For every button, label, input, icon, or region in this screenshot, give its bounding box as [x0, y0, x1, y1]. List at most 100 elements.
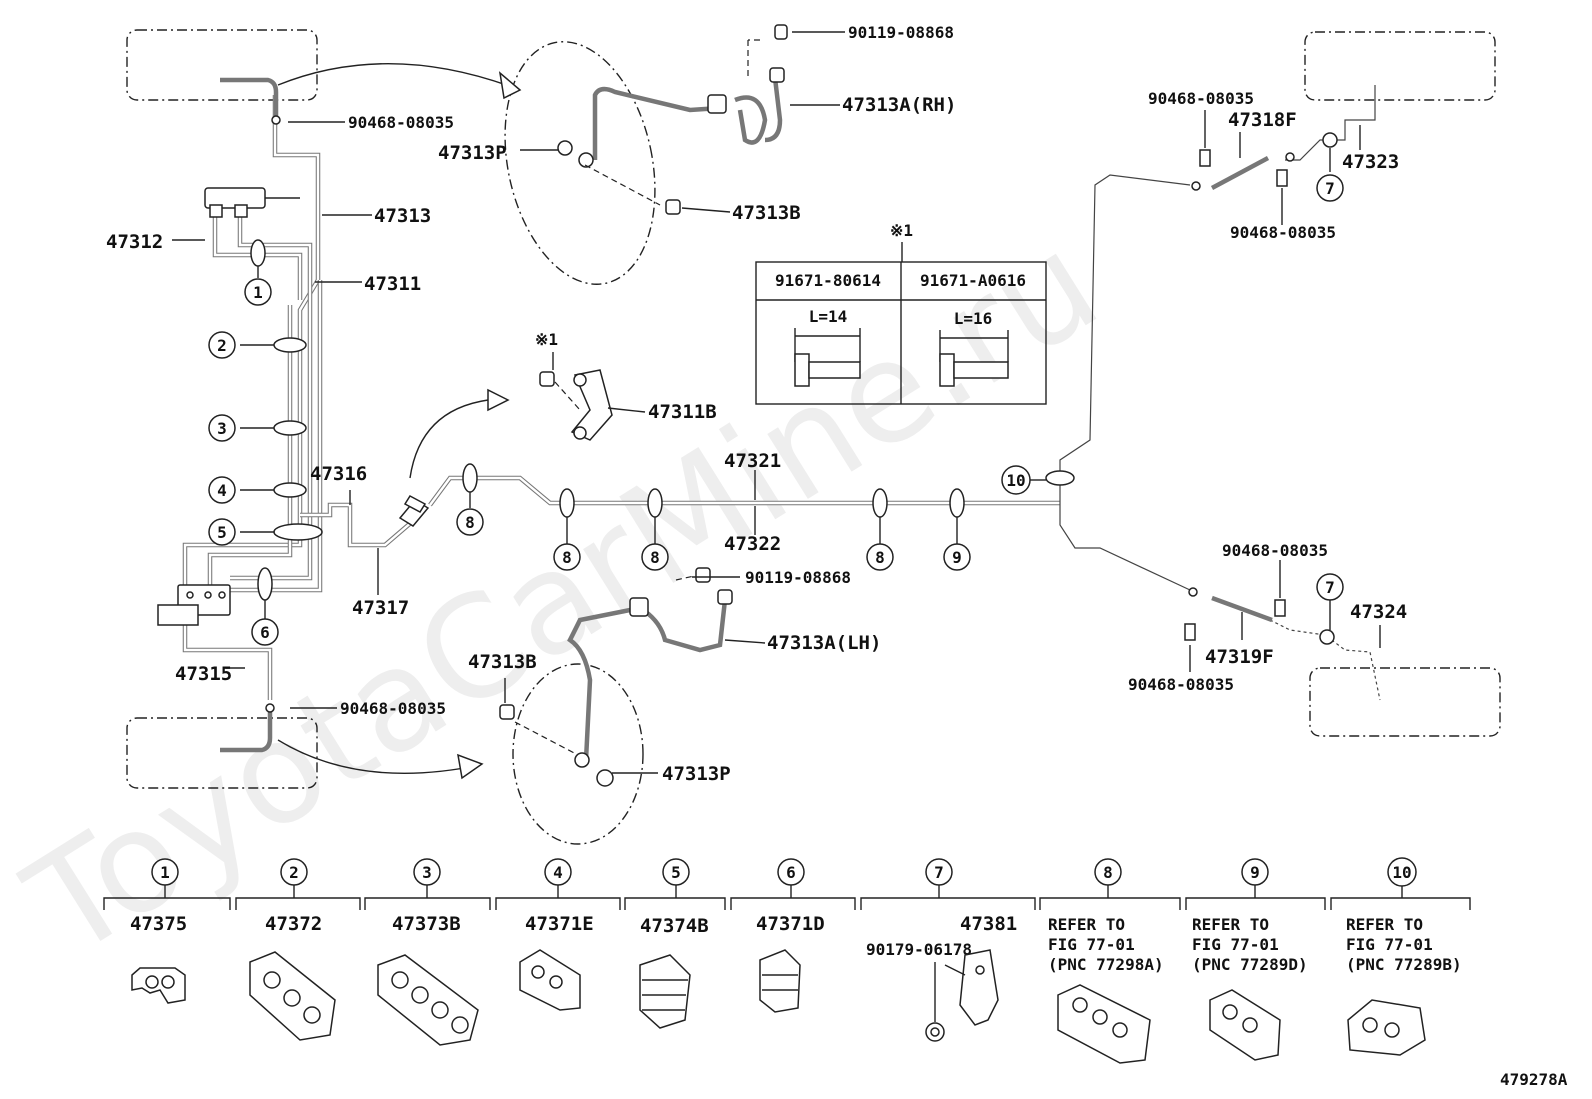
svg-text:4: 4 [217, 481, 227, 500]
clamp-47371d-icon [759, 949, 801, 1013]
clamp-2 [273, 337, 307, 353]
legend-part-47371d: 47371D [756, 913, 825, 935]
front-rh-hose-assembly [557, 24, 788, 215]
clamp-6 [257, 567, 273, 601]
rear-lh-area-box [1309, 667, 1501, 737]
callout-90468-right-2: 90468-08035 [1128, 675, 1234, 694]
callout-47311b: 47311B [648, 401, 717, 423]
clamp-reference-circles: 1 2 3 4 5 6 8 8 8 8 9 10 7 7 [208, 174, 1344, 646]
clamp-10 [1045, 470, 1075, 486]
svg-text:7: 7 [934, 863, 944, 882]
clamp-47371e-icon [519, 949, 581, 1011]
table-part-2: 91671-A0616 [920, 271, 1026, 290]
arrow-to-lh-detail [277, 739, 481, 775]
legend-part-47371e: 47371E [525, 913, 594, 935]
callout-90468-right-1: 90468-08035 [1222, 541, 1328, 560]
clamp-47374b-icon [639, 954, 691, 1029]
union-fitting-47317 [398, 495, 430, 527]
arrow-to-47311b [409, 399, 489, 479]
grommet-90179-icon [925, 962, 945, 1042]
clamp-4 [273, 482, 307, 498]
callout-47313a-lh: 47313A(LH) [767, 632, 881, 654]
callout-47321: 47321 [724, 450, 781, 472]
arrow-head-lh [457, 753, 484, 780]
table-length-2: L=16 [954, 309, 993, 328]
rear-lh-hose-47319f [1184, 587, 1335, 645]
bracket-47381-icon [944, 949, 999, 1026]
callout-47315: 47315 [175, 663, 232, 685]
callout-47317: 47317 [352, 597, 409, 619]
callout-90468-top-left: 90468-08035 [348, 113, 454, 132]
legend-part-47374b: 47374B [640, 915, 709, 937]
callout-47312: 47312 [106, 231, 163, 253]
clamp-47373b-icon [377, 954, 479, 1046]
callout-47311: 47311 [364, 273, 421, 295]
clamp-legend: 1 2 3 4 5 6 7 8 9 10 47375 47372 47373B … [103, 857, 1471, 1064]
arrow-head-47311b [487, 388, 510, 412]
legend-part-47381: 47381 [960, 913, 1017, 935]
front-lh-area-box [126, 717, 318, 789]
clamp-77289d-icon [1209, 989, 1281, 1061]
clamp-9 [949, 488, 965, 518]
clamp-47372-icon [249, 951, 336, 1041]
legend-part-47375: 47375 [130, 913, 187, 935]
callout-90119-08868-top: 90119-08868 [848, 23, 954, 42]
legend-part-47373b: 47373B [392, 913, 461, 935]
clamp-1 [250, 239, 266, 267]
front-rh-wheel-area [504, 41, 656, 285]
clamp-5 [273, 523, 323, 541]
svg-text:6: 6 [260, 623, 270, 642]
svg-text:8: 8 [465, 513, 475, 532]
callout-47313a-rh: 47313A(RH) [842, 94, 956, 116]
callout-47318f: 47318F [1228, 109, 1297, 131]
bolt-icon [939, 353, 955, 387]
svg-text:8: 8 [1103, 863, 1113, 882]
callout-47324: 47324 [1350, 601, 1407, 623]
clamp-77289b-icon [1347, 999, 1426, 1056]
front-lh-wheel-area [512, 663, 644, 845]
table-part-1: 91671-80614 [775, 271, 881, 290]
front-rh-area-box [126, 29, 318, 101]
callout-47322: 47322 [724, 533, 781, 555]
legend-refer-8-line3: (PNC 77298A) [1048, 955, 1164, 974]
note-mark-47311b: ※1 [535, 330, 558, 349]
clamp-8 [462, 463, 478, 493]
svg-text:10: 10 [1006, 471, 1025, 490]
bolt-length-table: ※1 91671-80614 91671-A0616 L=14 L=16 [755, 221, 1047, 405]
svg-text:1: 1 [253, 283, 263, 302]
svg-text:2: 2 [217, 336, 227, 355]
svg-text:9: 9 [1250, 863, 1260, 882]
clamp-8 [559, 488, 575, 518]
legend-refer-9-line2: FIG 77-01 [1192, 935, 1279, 954]
callout-47313b-top: 47313B [732, 202, 801, 224]
brake-actuator-block [157, 584, 231, 626]
svg-text:4: 4 [553, 863, 563, 882]
legend-refer-9-line3: (PNC 77289D) [1192, 955, 1308, 974]
table-note-mark: ※1 [890, 221, 913, 240]
callout-47313p-bottom: 47313P [662, 763, 731, 785]
bracket-47311b [539, 369, 613, 441]
front-lh-pipe-end [220, 712, 273, 753]
clamp-8 [872, 488, 888, 518]
callout-90468-top-right-2: 90468-08035 [1230, 223, 1336, 242]
union-fitting-icon [265, 703, 275, 713]
svg-text:3: 3 [422, 863, 432, 882]
callout-47316: 47316 [310, 463, 367, 485]
callout-90468-top-right-1: 90468-08035 [1148, 89, 1254, 108]
legend-refer-8-line1: REFER TO [1048, 915, 1125, 934]
svg-text:2: 2 [289, 863, 299, 882]
svg-text:8: 8 [875, 548, 885, 567]
callout-90119-08868-bottom: 90119-08868 [745, 568, 851, 587]
clamp-47375-icon [131, 967, 186, 1004]
svg-text:7: 7 [1325, 179, 1335, 198]
svg-text:8: 8 [562, 548, 572, 567]
arrow-to-rh-detail [277, 63, 521, 91]
callout-47313b-bottom: 47313B [468, 651, 537, 673]
clamp-77298a-icon [1057, 984, 1151, 1064]
legend-refer-8-line2: FIG 77-01 [1048, 935, 1135, 954]
svg-text:7: 7 [1325, 578, 1335, 597]
callout-47319f: 47319F [1205, 646, 1274, 668]
svg-text:1: 1 [160, 863, 170, 882]
legend-refer-10-line2: FIG 77-01 [1346, 935, 1433, 954]
